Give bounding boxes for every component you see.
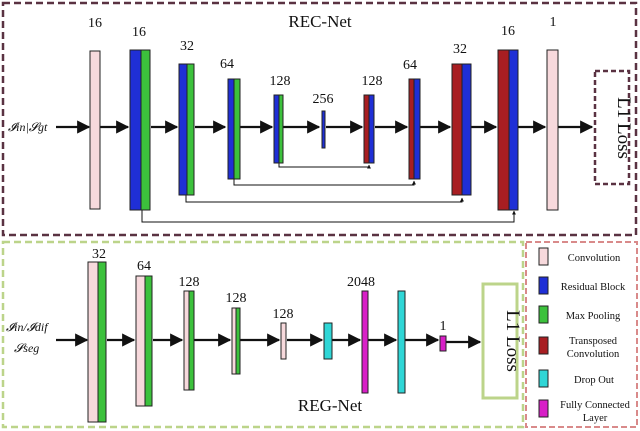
legend-label-fc-2: Layer xyxy=(583,413,608,424)
rec-conv-16 xyxy=(89,50,101,210)
rec-net-title: REC-Net xyxy=(288,12,352,31)
legend-label-dropout: Drop Out xyxy=(574,375,614,386)
rec-net-input-label: 𝓘in|𝓢gt xyxy=(8,120,48,134)
reg-pool-128b xyxy=(235,307,241,375)
reg-conv-64 xyxy=(135,275,146,407)
rec-net-layers xyxy=(89,49,559,211)
legend-label-convolution: Convolution xyxy=(568,253,621,264)
rec-residual-32 xyxy=(178,63,188,196)
reg-net-flow-arrows xyxy=(56,333,482,349)
rec-label-9: 16 xyxy=(501,24,515,39)
reg-dropout-2 xyxy=(397,290,406,394)
legend-label-transposed-1: Transposed xyxy=(569,336,618,347)
rec-label-8: 32 xyxy=(453,42,467,57)
legend-swatch-convolution xyxy=(538,247,549,266)
legend-label-fc-1: Fully Connected xyxy=(560,400,630,411)
reg-pool-32 xyxy=(97,261,107,423)
rec-residual-up-16 xyxy=(508,49,519,211)
rec-transposed-64 xyxy=(408,78,415,180)
rec-bottleneck-256 xyxy=(321,110,326,149)
rec-label-1: 16 xyxy=(132,25,146,40)
rec-loss-label: L1 Loss xyxy=(613,97,634,159)
reg-label-3: 128 xyxy=(226,291,247,306)
reg-dropout-1 xyxy=(323,322,333,360)
rec-transposed-128 xyxy=(363,94,370,164)
reg-label-2: 128 xyxy=(179,275,200,290)
legend-swatch-pooling xyxy=(538,305,549,324)
rec-pool-32 xyxy=(186,63,195,196)
reg-conv-128a xyxy=(183,290,190,391)
reg-net-title: REG-Net xyxy=(298,396,362,415)
reg-label-1: 64 xyxy=(137,259,151,274)
rec-net-skip-connections xyxy=(141,163,516,223)
reg-net-layer-labels: 32 64 128 128 128 2048 1 xyxy=(92,247,447,334)
reg-net-layers xyxy=(87,261,447,423)
legend-label-transposed-2: Convolution xyxy=(567,349,620,360)
reg-conv-128b xyxy=(231,307,237,375)
reg-fc-2048 xyxy=(361,290,369,394)
reg-label-6: 1 xyxy=(440,319,447,334)
reg-net-input-label-1: 𝓘in/𝓘dif xyxy=(6,320,49,334)
rec-residual-up-32 xyxy=(461,63,472,196)
rec-label-10: 1 xyxy=(550,15,557,30)
reg-pool-128a xyxy=(188,290,195,391)
reg-net-frame xyxy=(1,240,525,429)
rec-residual-64 xyxy=(227,78,235,180)
reg-fc-1 xyxy=(439,335,447,352)
rec-loss-box xyxy=(593,69,631,186)
reg-label-4: 128 xyxy=(273,307,294,322)
legend-swatch-transposed xyxy=(538,336,549,355)
rec-label-5: 256 xyxy=(313,92,334,107)
rec-residual-16 xyxy=(129,49,142,211)
rec-residual-up-128 xyxy=(368,94,375,164)
rec-label-3: 64 xyxy=(220,57,234,72)
rec-net-frame xyxy=(1,1,638,237)
legend-label-residual: Residual Block xyxy=(561,282,626,293)
rec-conv-1 xyxy=(546,49,559,211)
reg-conv-128c xyxy=(280,322,287,360)
legend-swatch-dropout xyxy=(538,369,549,388)
rec-residual-up-64 xyxy=(413,78,421,180)
reg-net-input-label-2: 𝓢seg xyxy=(14,341,39,355)
rec-label-2: 32 xyxy=(180,39,194,54)
legend-swatch-residual xyxy=(538,276,549,295)
rec-pool-64 xyxy=(233,78,241,180)
legend-swatch-fc xyxy=(538,399,549,418)
reg-pool-64 xyxy=(144,275,153,407)
rec-label-4: 128 xyxy=(270,74,291,89)
rec-residual-128 xyxy=(273,94,280,164)
rec-transposed-16 xyxy=(497,49,510,211)
rec-label-6: 128 xyxy=(362,74,383,89)
reg-loss-label: L1 Loss xyxy=(502,310,523,372)
rec-label-7: 64 xyxy=(403,58,417,73)
legend-frame xyxy=(525,241,638,428)
rec-label-0: 16 xyxy=(88,16,102,31)
legend-label-pooling: Max Pooling xyxy=(566,311,621,322)
reg-loss-box xyxy=(481,282,519,400)
reg-label-0: 32 xyxy=(92,247,106,262)
rec-transposed-32 xyxy=(451,63,463,196)
reg-conv-32 xyxy=(87,261,99,423)
rec-pool-128 xyxy=(278,94,284,164)
legend: Convolution Residual Block Max Pooling T… xyxy=(538,247,631,424)
rec-net-layer-labels: 16 16 32 64 128 256 128 64 32 16 1 xyxy=(88,15,557,107)
rec-pool-16 xyxy=(140,49,151,211)
reg-label-5: 2048 xyxy=(347,275,375,290)
